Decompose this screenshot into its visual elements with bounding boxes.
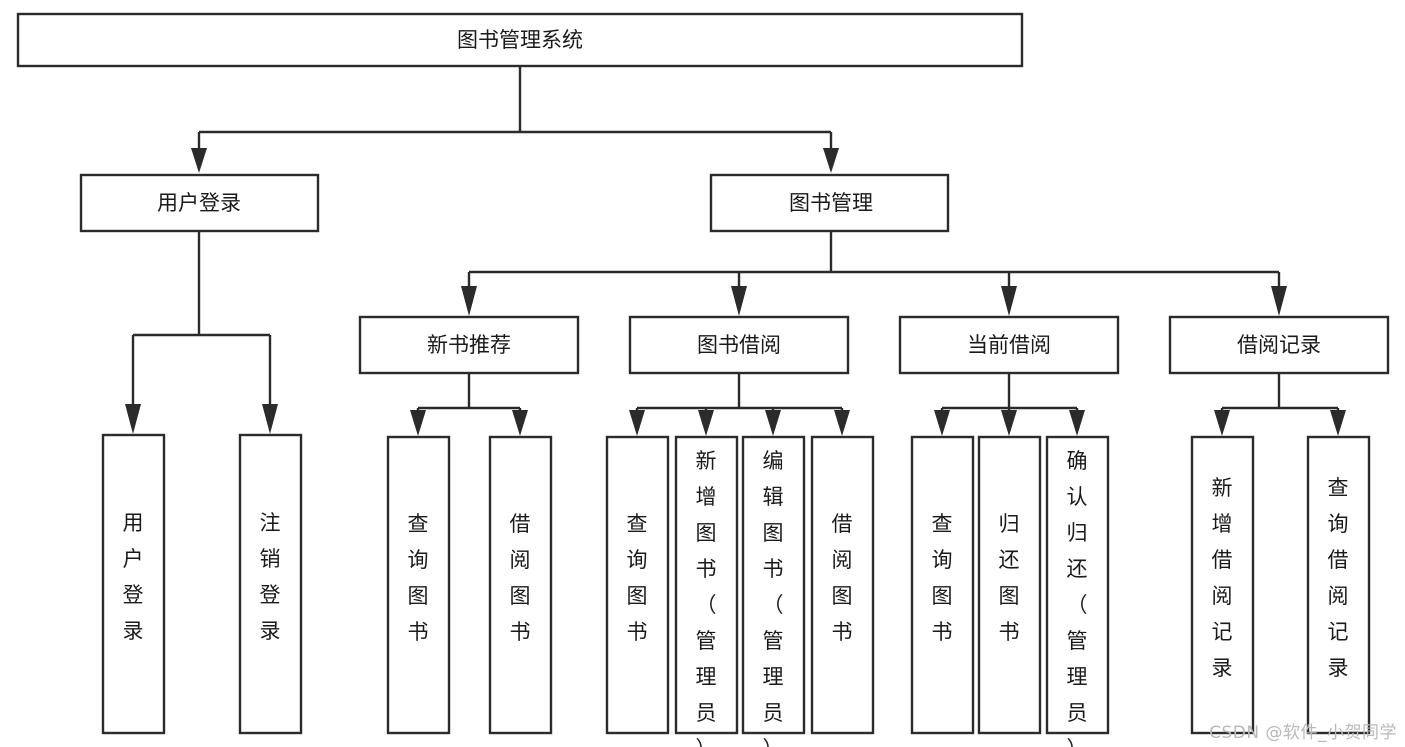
node-leaf-borrow-book[interactable]: 借阅图书 xyxy=(810,435,875,735)
node-leaf-confirm-return-box[interactable] xyxy=(1045,435,1110,735)
node-leaf-return-book[interactable]: 归还图书 xyxy=(977,435,1042,735)
node-book-borrow-box[interactable] xyxy=(628,315,850,375)
node-leaf-add-borrow-record-label: 新增借阅记录 xyxy=(1212,476,1233,680)
node-leaf-query-book-cur-label: 查询图书 xyxy=(932,512,953,644)
node-leaf-user-logout-box[interactable] xyxy=(238,433,303,735)
node-book-manage-box[interactable] xyxy=(709,173,950,233)
arrowhead-leaf-user-login xyxy=(125,404,141,434)
node-user-login[interactable]: 用户登录 xyxy=(79,173,320,233)
node-user-login-label: 用户登录 xyxy=(157,191,241,215)
arrowhead-leaf-add-book-admin xyxy=(698,410,714,436)
node-leaf-query-book-label: 查询图书 xyxy=(627,512,648,644)
node-leaf-return-book-label: 归还图书 xyxy=(999,512,1020,644)
node-root[interactable]: 图书管理系统 xyxy=(16,12,1024,68)
node-new-book-recommend-label: 新书推荐 xyxy=(427,333,511,357)
arrowhead-borrow-record xyxy=(1271,286,1287,316)
node-leaf-add-book-admin-box[interactable] xyxy=(674,435,739,735)
arrowhead-leaf-borrow-book xyxy=(834,410,850,436)
node-leaf-user-login-label: 用户登录 xyxy=(123,511,144,643)
node-leaf-borrow-book-rec-label: 借阅图书 xyxy=(510,512,531,644)
node-leaf-user-logout[interactable]: 注销登录 xyxy=(238,433,303,735)
node-layer: 图书管理系统 用户登录 图书管理 新书推荐 图书借阅 xyxy=(16,12,1390,747)
arrowhead-leaf-return-book xyxy=(1001,410,1017,436)
arrowhead-leaf-edit-book-admin xyxy=(765,410,781,436)
node-book-borrow-label: 图书借阅 xyxy=(697,333,781,357)
node-leaf-query-book[interactable]: 查询图书 xyxy=(605,435,670,735)
node-leaf-edit-book-admin-box[interactable] xyxy=(741,435,806,735)
node-leaf-confirm-return-label: 确认归还（管理员） xyxy=(1067,449,1088,747)
node-leaf-user-login[interactable]: 用户登录 xyxy=(101,433,166,735)
arrowhead-leaf-borrow-book-rec xyxy=(512,410,528,436)
node-leaf-edit-book-admin-label: 编辑图书（管理员） xyxy=(763,449,784,747)
node-book-manage[interactable]: 图书管理 xyxy=(709,173,950,233)
node-leaf-borrow-book-rec[interactable]: 借阅图书 xyxy=(488,435,553,735)
node-root-label: 图书管理系统 xyxy=(457,28,583,52)
node-user-login-box[interactable] xyxy=(79,173,320,233)
node-leaf-query-book-rec-label: 查询图书 xyxy=(408,512,429,644)
node-current-borrow-label: 当前借阅 xyxy=(967,333,1051,357)
node-borrow-record[interactable]: 借阅记录 xyxy=(1168,315,1390,375)
arrowhead-new-book-recommend xyxy=(461,286,477,316)
node-leaf-query-book-rec-box[interactable] xyxy=(386,435,451,735)
node-leaf-query-book-cur[interactable]: 查询图书 xyxy=(910,435,975,735)
node-leaf-query-borrow-record-box[interactable] xyxy=(1306,435,1371,735)
node-leaf-user-logout-label: 注销登录 xyxy=(260,511,281,643)
node-leaf-edit-book-admin[interactable]: 编辑图书（管理员） xyxy=(741,435,806,747)
arrowhead-leaf-query-book-rec xyxy=(410,410,426,436)
node-borrow-record-box[interactable] xyxy=(1168,315,1390,375)
arrowhead-leaf-add-borrow-record xyxy=(1214,410,1230,436)
node-leaf-borrow-book-label: 借阅图书 xyxy=(832,512,853,644)
node-book-borrow[interactable]: 图书借阅 xyxy=(628,315,850,375)
node-root-box[interactable] xyxy=(16,12,1024,68)
node-leaf-query-borrow-record-label: 查询借阅记录 xyxy=(1328,476,1349,680)
arrowhead-leaf-query-borrow-record xyxy=(1330,410,1346,436)
node-new-book-recommend[interactable]: 新书推荐 xyxy=(358,315,580,375)
node-leaf-query-book-rec[interactable]: 查询图书 xyxy=(386,435,451,735)
arrowhead-leaf-user-logout xyxy=(262,404,278,434)
node-leaf-query-book-cur-box[interactable] xyxy=(910,435,975,735)
node-current-borrow[interactable]: 当前借阅 xyxy=(898,315,1120,375)
arrowhead-leaf-query-book xyxy=(629,410,645,436)
arrowhead-leaf-query-book-cur xyxy=(934,410,950,436)
arrowhead-user-login xyxy=(191,148,207,173)
arrowhead-book-borrow xyxy=(731,286,747,316)
node-borrow-record-label: 借阅记录 xyxy=(1237,333,1321,357)
node-leaf-add-borrow-record[interactable]: 新增借阅记录 xyxy=(1190,435,1255,735)
node-leaf-query-book-box[interactable] xyxy=(605,435,670,735)
node-leaf-add-book-admin-label: 新增图书（管理员） xyxy=(696,449,717,747)
node-book-manage-label: 图书管理 xyxy=(789,191,873,215)
connector-layer xyxy=(125,66,1346,436)
node-leaf-add-borrow-record-box[interactable] xyxy=(1190,435,1255,735)
arrowhead-book-manage xyxy=(823,148,839,173)
arrowhead-current-borrow xyxy=(1001,286,1017,316)
node-leaf-borrow-book-rec-box[interactable] xyxy=(488,435,553,735)
node-new-book-recommend-box[interactable] xyxy=(358,315,580,375)
node-leaf-borrow-book-box[interactable] xyxy=(810,435,875,735)
node-leaf-user-login-box[interactable] xyxy=(101,433,166,735)
node-leaf-confirm-return[interactable]: 确认归还（管理员） xyxy=(1045,435,1110,747)
node-current-borrow-box[interactable] xyxy=(898,315,1120,375)
node-leaf-add-book-admin[interactable]: 新增图书（管理员） xyxy=(674,435,739,747)
arrowhead-leaf-confirm-return xyxy=(1069,410,1085,436)
node-leaf-return-book-box[interactable] xyxy=(977,435,1042,735)
node-leaf-query-borrow-record[interactable]: 查询借阅记录 xyxy=(1306,435,1371,735)
